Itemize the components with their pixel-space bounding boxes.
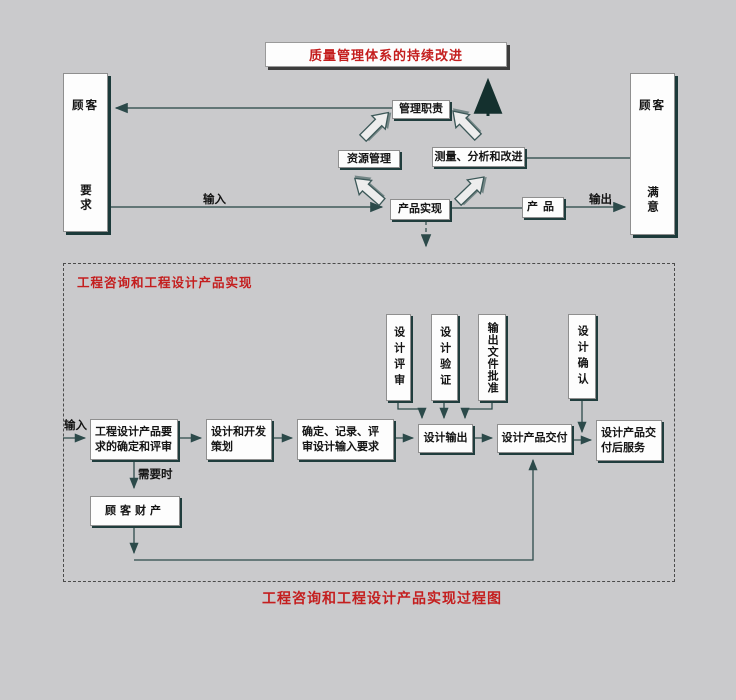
requirements-determination-box: 工程设计产品要求的确定和评审 bbox=[90, 419, 178, 460]
diagram-title: 质量管理体系的持续改进 bbox=[265, 42, 507, 67]
customer-requirements-box: 顾客 要求 bbox=[63, 73, 108, 232]
design-verification-box: 设计验证 bbox=[431, 314, 458, 401]
product-box: 产品 bbox=[522, 197, 564, 218]
design-validation-label: 设计确认 bbox=[576, 324, 590, 389]
output-label-top: 输出 bbox=[589, 192, 612, 206]
design-development-planning-box: 设计和开发策划 bbox=[206, 419, 272, 460]
customer-right-label: 顾客 bbox=[639, 98, 666, 112]
after-delivery-service-box: 设计产品交付后服务 bbox=[596, 420, 662, 461]
block-arrow-measurement-to-management bbox=[452, 108, 483, 142]
design-output-box: 设计输出 bbox=[418, 424, 473, 453]
block-arrow-realization-to-resources bbox=[353, 175, 386, 207]
input-label-lower: 输入 bbox=[64, 418, 87, 432]
satisfaction-label: 满意 bbox=[645, 186, 660, 215]
design-review-box: 设计评审 bbox=[386, 314, 411, 401]
customer-satisfaction-box: 顾客 满意 bbox=[630, 73, 675, 235]
design-inputs-box: 确定、记录、评审设计输入要求 bbox=[297, 419, 394, 460]
output-document-approval-label: 输出文件批准 bbox=[486, 321, 500, 394]
design-verification-label: 设计验证 bbox=[438, 325, 452, 390]
management-responsibility-box: 管理职责 bbox=[392, 100, 450, 119]
process-section-label: 工程咨询和工程设计产品实现 bbox=[77, 275, 253, 290]
diagram-caption: 工程咨询和工程设计产品实现过程图 bbox=[262, 591, 502, 607]
product-realization-box: 产品实现 bbox=[390, 199, 450, 220]
design-product-delivery-box: 设计产品交付 bbox=[497, 424, 572, 453]
process-dashed-boundary bbox=[63, 263, 675, 582]
design-review-label: 设计评审 bbox=[392, 325, 406, 390]
design-validation-box: 设计确认 bbox=[568, 314, 596, 399]
output-document-approval-box: 输出文件批准 bbox=[478, 314, 506, 401]
requirements-label: 要求 bbox=[78, 184, 93, 213]
resource-management-box: 资源管理 bbox=[338, 150, 400, 168]
input-label-top: 输入 bbox=[203, 192, 226, 206]
customer-left-label: 顾客 bbox=[72, 98, 99, 112]
measurement-analysis-box: 测量、分析和改进 bbox=[432, 147, 525, 167]
when-needed-label: 需要时 bbox=[138, 467, 173, 481]
block-arrow-realization-to-measurement bbox=[453, 176, 487, 207]
customer-property-box: 顾客财产 bbox=[90, 496, 180, 526]
